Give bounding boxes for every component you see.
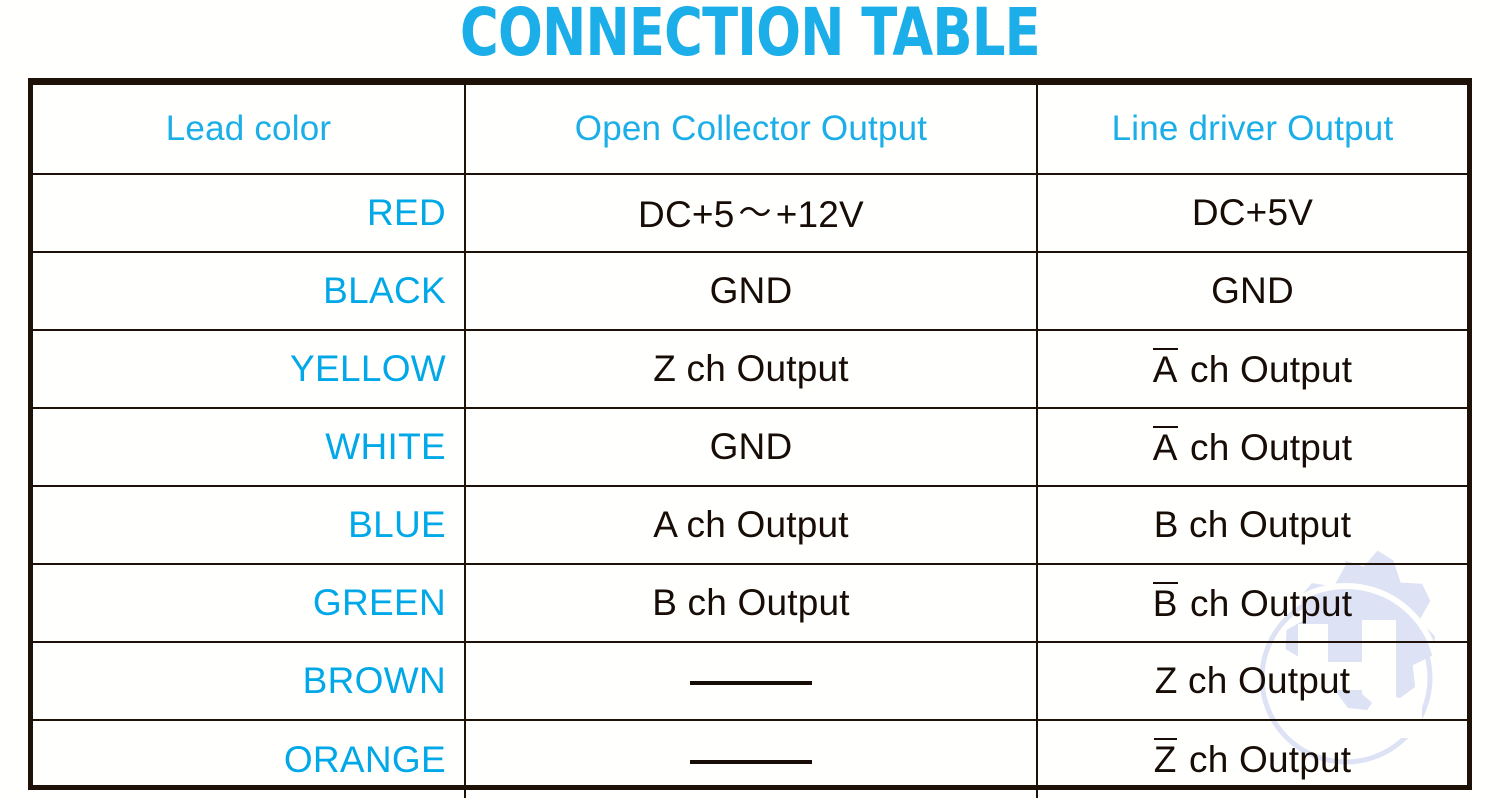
cell-line-driver: Z ch Output — [1036, 719, 1467, 798]
signal-suffix: ch Output — [1179, 582, 1353, 624]
cell-open-collector: GND — [464, 407, 1038, 487]
table-row: ORANGE Z ch Output — [33, 719, 1467, 798]
table-header-row: Lead color Open Collector Output Line dr… — [33, 83, 1467, 175]
wave-dash-icon: 〜 — [738, 193, 772, 232]
cell-lead-color: BLUE — [33, 485, 466, 565]
cell-open-collector: GND — [464, 251, 1038, 331]
column-header-lead-color: Lead color — [33, 83, 466, 175]
cell-line-driver: B ch Output — [1036, 563, 1467, 643]
table-row: RED DC+5〜+12V DC+5V — [33, 173, 1467, 253]
table-row: BLUE A ch Output B ch Output — [33, 485, 1467, 565]
column-header-open-collector-output: Open Collector Output — [464, 83, 1038, 175]
cell-lead-color: ORANGE — [33, 719, 466, 798]
cell-lead-color: RED — [33, 173, 466, 253]
table-row: BLACK GND GND — [33, 251, 1467, 331]
cell-open-collector: A ch Output — [464, 485, 1038, 565]
cell-line-driver: DC+5V — [1036, 173, 1467, 253]
table-row: YELLOW Z ch Output A ch Output — [33, 329, 1467, 409]
table-body: RED DC+5〜+12V DC+5V BLACK GND GND YELLOW… — [33, 173, 1467, 798]
signal-suffix: ch Output — [1179, 426, 1353, 468]
voltage-range-prefix: DC+5 — [638, 194, 735, 235]
cell-open-collector — [464, 641, 1038, 721]
table-row: GREEN B ch Output B ch Output — [33, 563, 1467, 643]
overline-signal-label: A — [1152, 347, 1178, 390]
signal-suffix: ch Output — [1179, 348, 1353, 390]
cell-line-driver: Z ch Output — [1036, 641, 1467, 721]
overline-signal-label: B — [1152, 581, 1178, 624]
cell-lead-color: YELLOW — [33, 329, 466, 409]
empty-value-dash-icon — [690, 681, 812, 686]
cell-lead-color: BLACK — [33, 251, 466, 331]
cell-open-collector: Z ch Output — [464, 329, 1038, 409]
cell-open-collector: B ch Output — [464, 563, 1038, 643]
cell-lead-color: GREEN — [33, 563, 466, 643]
table-row: WHITE GND A ch Output — [33, 407, 1467, 487]
voltage-range-suffix: +12V — [775, 194, 864, 235]
cell-line-driver: A ch Output — [1036, 407, 1467, 487]
column-header-line-driver-output: Line driver Output — [1036, 83, 1467, 175]
connection-table: Lead color Open Collector Output Line dr… — [28, 78, 1472, 798]
overline-signal-label: Z — [1153, 738, 1177, 780]
connection-table-grid: Lead color Open Collector Output Line dr… — [33, 83, 1467, 798]
overline-signal-label: A — [1152, 425, 1178, 468]
table-header: Lead color Open Collector Output Line dr… — [33, 83, 1467, 175]
signal-suffix: ch Output — [1178, 739, 1352, 780]
cell-open-collector — [464, 719, 1038, 798]
cell-line-driver: GND — [1036, 251, 1467, 331]
page-title: CONNECTION TABLE — [460, 0, 1041, 71]
empty-value-dash-icon — [690, 759, 812, 764]
table-row: BROWN Z ch Output — [33, 641, 1467, 721]
cell-line-driver: A ch Output — [1036, 329, 1467, 409]
cell-open-collector: DC+5〜+12V — [464, 173, 1038, 253]
cell-lead-color: WHITE — [33, 407, 466, 487]
cell-line-driver: B ch Output — [1036, 485, 1467, 565]
cell-lead-color: BROWN — [33, 641, 466, 721]
